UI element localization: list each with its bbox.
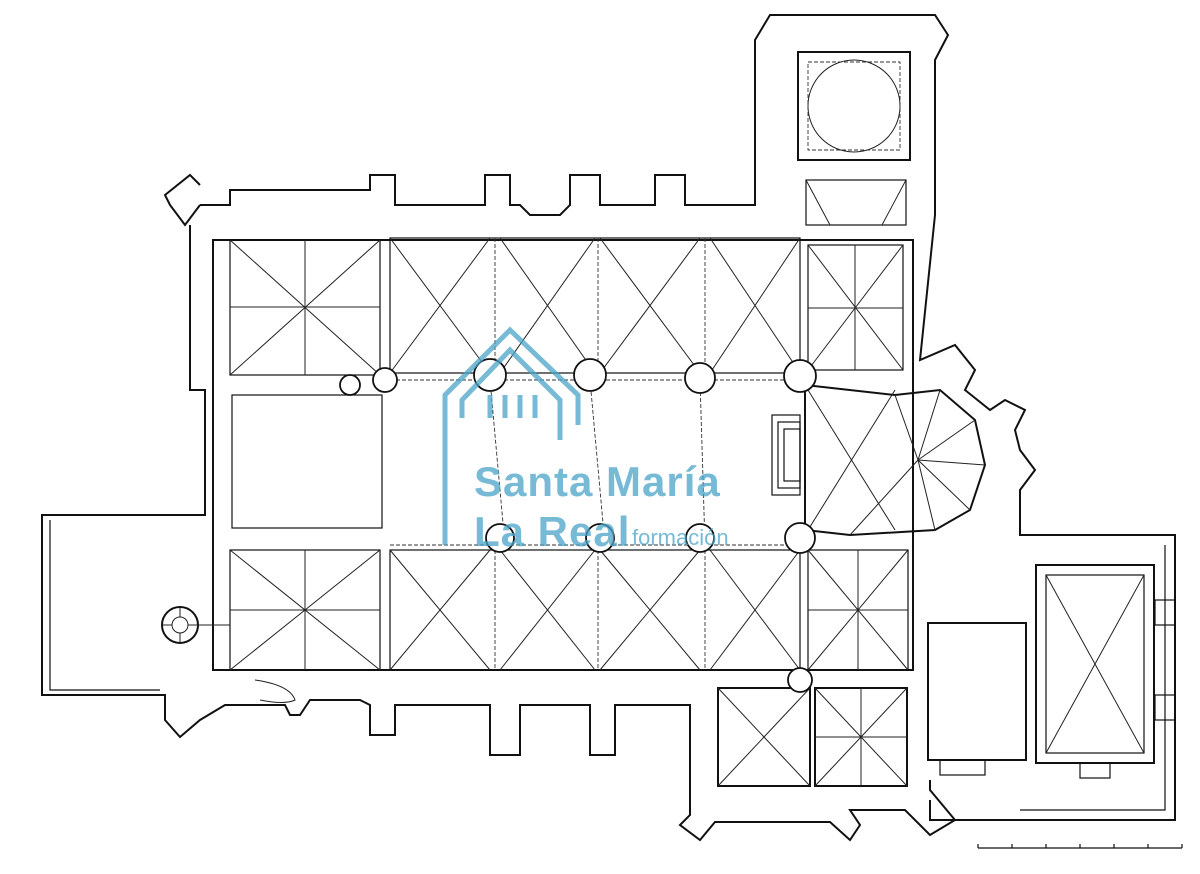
pier	[372, 367, 398, 393]
watermark-house-icon	[442, 326, 581, 545]
vault-ribs	[229, 237, 909, 671]
watermark-subtitle: La Real	[474, 508, 631, 555]
pier	[585, 523, 615, 553]
pier	[684, 362, 716, 394]
pier	[787, 667, 813, 693]
pier	[339, 374, 361, 396]
watermark-tagline: formación	[632, 525, 729, 550]
spiral-stair	[161, 606, 296, 703]
pier	[485, 523, 515, 553]
apse	[804, 383, 987, 537]
pier	[685, 523, 715, 553]
scale-bar	[977, 844, 1183, 849]
watermark-title: Santa María	[474, 458, 721, 505]
sacristy	[927, 564, 1176, 779]
pier	[784, 522, 816, 554]
pier	[473, 358, 507, 392]
tower	[797, 51, 911, 226]
altar-steps	[771, 414, 801, 496]
pier	[573, 358, 607, 392]
inner-walls	[212, 237, 914, 671]
pier	[783, 359, 817, 393]
outer-walls	[41, 14, 1176, 842]
lower-chapels	[717, 687, 908, 787]
piers	[339, 358, 817, 693]
